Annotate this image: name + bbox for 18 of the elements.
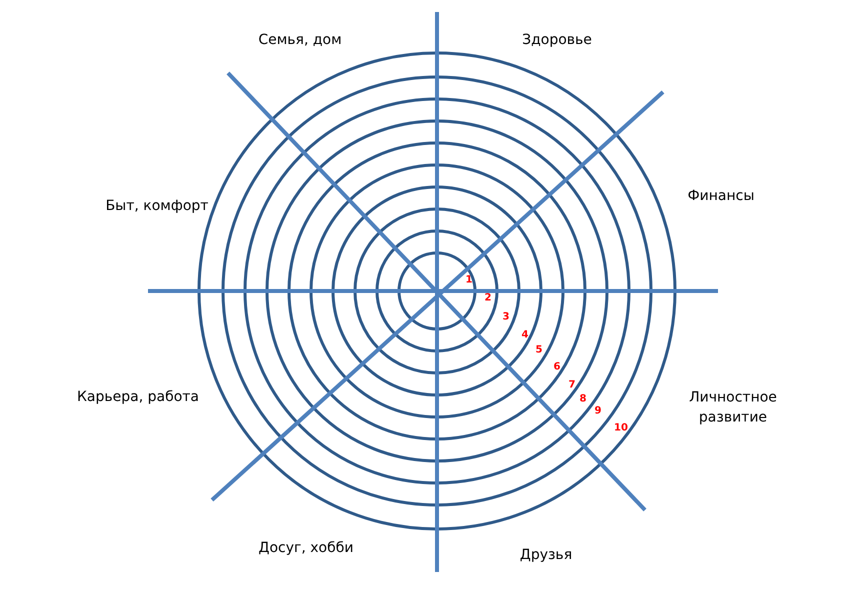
sector-label: Досуг, хобби xyxy=(258,538,354,558)
scale-number: 6 xyxy=(554,362,560,372)
sector-label: Личностное развитие xyxy=(688,388,778,428)
scale-number: 1 xyxy=(466,274,472,286)
sector-label: Друзья xyxy=(520,546,572,565)
scale-number: 9 xyxy=(594,406,602,416)
sector-label: Быт, комфорт xyxy=(106,196,208,216)
sector-label: Семья, дом xyxy=(258,30,342,50)
sector-label: Финансы xyxy=(688,186,754,206)
scale-number: 10 xyxy=(614,422,628,434)
scale-number: 4 xyxy=(522,330,528,340)
scale-number: 5 xyxy=(536,344,542,356)
scale-number: 7 xyxy=(568,380,576,390)
scale-number: 2 xyxy=(484,292,492,304)
scale-number: 3 xyxy=(502,312,510,322)
sector-label: Здоровье xyxy=(522,30,592,50)
scale-number: 8 xyxy=(580,394,586,404)
sector-label: Карьера, работа xyxy=(76,388,200,407)
